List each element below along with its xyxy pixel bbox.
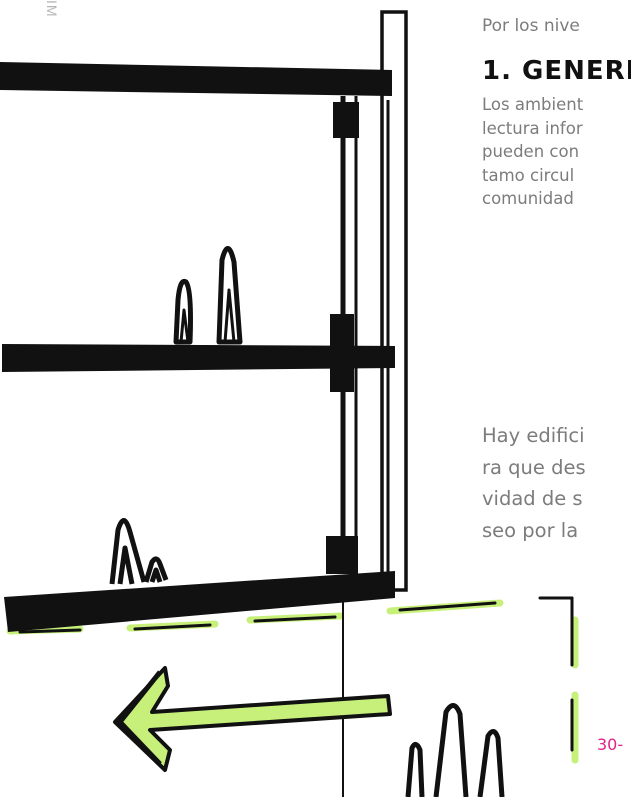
intro-line: Por los nive [482, 16, 580, 36]
middle-floor-slab [2, 344, 395, 372]
paragraph-1-line: comunidad [482, 189, 574, 208]
page-number: 30- [597, 735, 624, 754]
side-margin-label: IM [44, 0, 60, 18]
green-arrow-icon [113, 666, 392, 772]
paragraph-1-line: Los ambient [482, 95, 584, 114]
paragraph-1: Los ambient lectura infor pueden con tam… [482, 93, 631, 211]
paragraph-2-line: Hay edifici [482, 424, 585, 447]
column-joints [326, 102, 359, 574]
paragraph-1-line: pueden con [482, 142, 580, 161]
black-dashed-ground-line [18, 596, 574, 752]
paragraph-2-line: vidad de s [482, 487, 583, 510]
paragraph-1-line: tamo circul [482, 165, 575, 185]
people-middle-floor [173, 246, 243, 345]
paragraph-1-line: lectura infor [482, 118, 583, 138]
people-bottom [405, 703, 505, 797]
paragraph-2-line: ra que des [482, 455, 586, 479]
paragraph-2: Hay edifici ra que des vidad de s seo po… [482, 420, 631, 546]
paragraph-2-line: seo por la [482, 518, 579, 542]
people-ground-floor [109, 518, 169, 585]
ground-floor-slab [4, 571, 395, 632]
facade-column [340, 10, 408, 592]
top-floor-slab [0, 62, 392, 96]
section-heading: 1. GENERI [482, 56, 631, 86]
